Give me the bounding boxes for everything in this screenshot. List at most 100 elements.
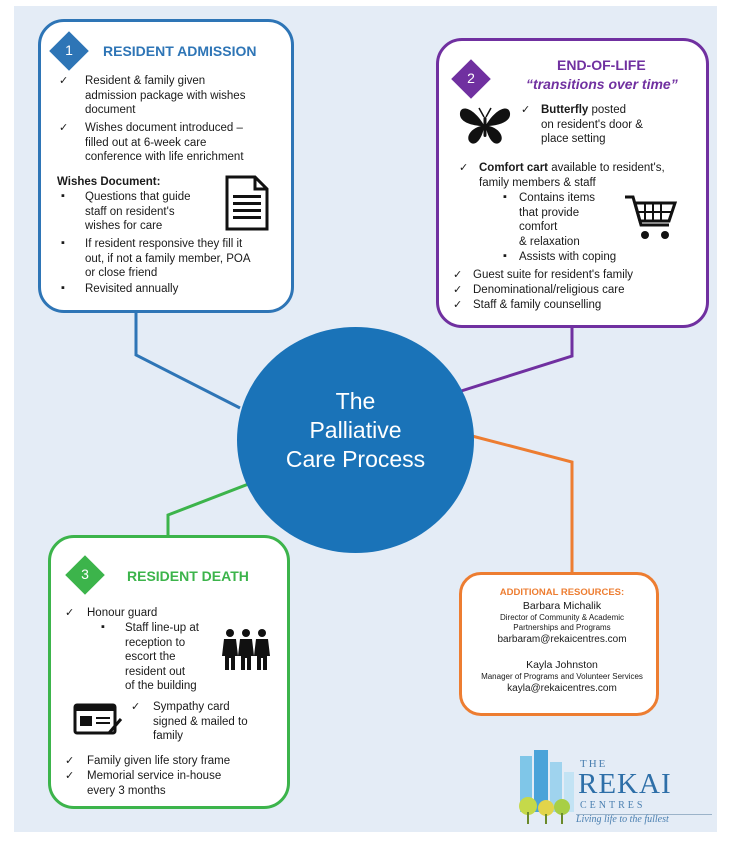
line: conference with life enrichment xyxy=(85,151,244,163)
line: place setting xyxy=(541,133,606,145)
line: wishes for care xyxy=(85,220,163,232)
line: every 3 months xyxy=(87,784,166,797)
line: or close friend xyxy=(85,267,158,279)
line: document xyxy=(85,104,136,116)
wishes-item: Revisited annually xyxy=(85,283,179,295)
contact-email[interactable]: barbaram@rekaicentres.com xyxy=(497,634,627,645)
center-line-1: The xyxy=(335,388,376,414)
cart-sub-item: Contains items that provide comfort & re… xyxy=(519,191,595,249)
connector-death xyxy=(166,478,260,535)
bullet-icon: ▪ xyxy=(61,237,65,249)
text: posted xyxy=(588,104,627,116)
line: comfort xyxy=(519,221,558,233)
contact-role: Director of Community & Academic xyxy=(499,613,625,622)
line: staff on resident's xyxy=(85,205,175,218)
connector-admission xyxy=(134,313,241,410)
shopping-cart-icon xyxy=(625,195,678,239)
logo-divider xyxy=(576,814,712,815)
contact-email[interactable]: kayla@rekaicentres.com xyxy=(507,683,617,694)
bold-text: Butterfly xyxy=(541,104,589,116)
line: Staff line-up at xyxy=(125,622,199,634)
line: escort the xyxy=(125,651,176,663)
logo-rekai: REKAI xyxy=(578,768,672,800)
line: Wishes document introduced – xyxy=(85,122,243,134)
wishes-heading: Wishes Document: xyxy=(57,176,161,188)
end-of-life-title: END-OF-LIFE xyxy=(557,57,646,73)
end-of-life-item: Staff & family counselling xyxy=(473,299,602,311)
check-icon: ✓ xyxy=(65,770,75,782)
people-icon xyxy=(222,629,270,670)
resources-box: ADDITIONAL RESOURCES: Barbara Michalik D… xyxy=(459,572,659,716)
bullet-icon: ▪ xyxy=(61,190,65,202)
check-icon: ✓ xyxy=(59,75,69,87)
butterfly-item: Butterfly posted on resident's door & pl… xyxy=(541,103,643,147)
bullet-icon: ▪ xyxy=(503,191,507,203)
bullet-icon: ▪ xyxy=(503,250,507,262)
honour-guard-item: Honour guard xyxy=(87,607,158,619)
check-icon: ✓ xyxy=(453,269,463,281)
end-of-life-item: Denominational/religious care xyxy=(473,284,625,296)
line: on resident's door & xyxy=(541,118,643,131)
document-icon xyxy=(225,175,269,231)
bold-text: Comfort cart xyxy=(479,162,549,174)
center-line-2: Palliative xyxy=(309,417,402,443)
contact-name: Kayla Johnston xyxy=(526,659,598,671)
death-title: RESIDENT DEATH xyxy=(127,568,249,584)
line: & relaxation xyxy=(519,235,580,248)
line: Comfort cart available to resident's, xyxy=(479,161,665,176)
contact-role: Partnerships and Programs xyxy=(513,623,611,632)
check-icon: ✓ xyxy=(131,701,141,713)
admission-box: 1 RESIDENT ADMISSION ✓ Resident & family… xyxy=(38,19,294,313)
admission-item: Wishes document introduced – filled out … xyxy=(85,121,244,165)
admission-item: Resident & family given admission packag… xyxy=(85,74,245,118)
resources-title: ADDITIONAL RESOURCES: xyxy=(499,587,625,598)
comfort-cart-item: Comfort cart available to resident's, fa… xyxy=(479,161,665,190)
death-item: Memorial service in-house every 3 months xyxy=(87,769,221,798)
line: Memorial service in-house xyxy=(87,770,222,782)
center-line-3: Care Process xyxy=(285,446,426,472)
check-icon: ✓ xyxy=(453,299,463,311)
line: Questions that guide xyxy=(85,191,191,203)
line: Sympathy card xyxy=(153,701,230,713)
card-icon xyxy=(73,703,123,735)
admission-title: RESIDENT ADMISSION xyxy=(103,43,257,59)
line: Resident & family given xyxy=(85,75,206,87)
sympathy-card-item: Sympathy card signed & mailed to family xyxy=(153,700,248,744)
text: available to resident's, xyxy=(548,162,665,174)
end-of-life-box: 2 END-OF-LIFE “transitions over time” ✓ … xyxy=(436,38,709,328)
bullet-icon: ▪ xyxy=(101,621,105,633)
bullet-icon: ▪ xyxy=(61,282,65,294)
step-number: 1 xyxy=(65,42,73,58)
line: filled out at 6-week care xyxy=(85,136,207,149)
end-of-life-subtitle: “transitions over time” xyxy=(526,76,678,92)
logo-building-icon xyxy=(519,750,574,824)
line: admission package with wishes xyxy=(85,89,246,102)
check-icon: ✓ xyxy=(459,162,469,174)
line: of the building xyxy=(125,680,197,692)
check-icon: ✓ xyxy=(65,755,75,767)
wishes-item: Questions that guide staff on resident's… xyxy=(85,190,191,234)
connector-resources xyxy=(471,434,574,572)
step-number: 3 xyxy=(81,566,89,582)
line: Butterfly posted xyxy=(541,103,643,118)
butterfly-icon xyxy=(459,107,511,144)
contact-name: Barbara Michalik xyxy=(522,600,602,612)
line: resident out xyxy=(125,665,186,678)
honour-sub-item: Staff line-up at reception to escort the… xyxy=(125,621,199,694)
wishes-item: If resident responsive they fill it out,… xyxy=(85,237,251,281)
end-of-life-item: Guest suite for resident's family xyxy=(473,269,634,281)
check-icon: ✓ xyxy=(65,607,75,619)
cart-sub-item: Assists with coping xyxy=(519,251,617,263)
check-icon: ✓ xyxy=(453,284,463,296)
rekai-logo: THE REKAI CENTRES Living life to the ful… xyxy=(516,748,716,830)
check-icon: ✓ xyxy=(521,104,531,116)
step-number: 2 xyxy=(467,70,475,86)
line: that provide xyxy=(519,206,580,219)
check-icon: ✓ xyxy=(59,122,69,134)
central-topic: The Palliative Care Process xyxy=(237,327,474,553)
line: family members & staff xyxy=(479,176,596,189)
contact-role: Manager of Programs and Volunteer Servic… xyxy=(481,672,643,681)
line: If resident responsive they fill it xyxy=(85,238,243,250)
line: out, if not a family member, POA xyxy=(85,252,251,265)
